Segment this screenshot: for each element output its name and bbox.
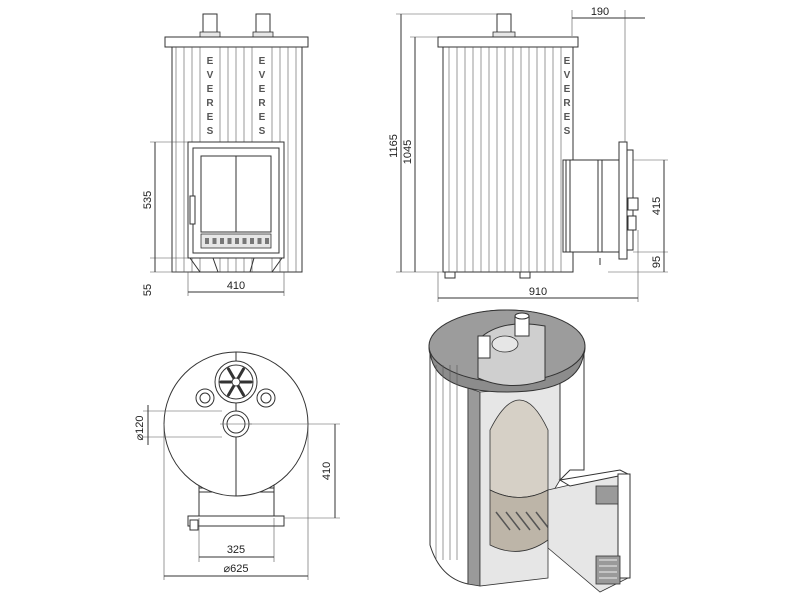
- front-view: E V E R E S E V E R E S: [142, 13, 309, 296]
- front-chimney-left: [202, 13, 218, 35]
- grate-bar: [515, 511, 531, 531]
- svg-text:E: E: [259, 56, 266, 67]
- dim-910: 910: [529, 286, 547, 298]
- front-brand-right: E V E R E S: [258, 56, 266, 137]
- damper-petal: [227, 384, 235, 397]
- svg-text:E: E: [207, 112, 214, 123]
- top-door-frame: [187, 515, 285, 527]
- svg-text:S: S: [207, 126, 214, 137]
- dim-410-front: 410: [227, 280, 245, 292]
- dim-415: 415: [651, 197, 663, 215]
- grate-hole: [265, 238, 269, 244]
- grate-bar: [525, 511, 541, 531]
- svg-text:S: S: [259, 126, 266, 137]
- front-brand-left: E V E R E S: [206, 56, 214, 137]
- front-top-plate: [164, 36, 309, 48]
- front-dimensions: 535 55 410: [142, 141, 285, 296]
- svg-text:E: E: [259, 112, 266, 123]
- dim-95: 95: [651, 256, 663, 268]
- grate-hole: [250, 238, 254, 244]
- cutaway-damper: [491, 335, 519, 353]
- damper-petal: [237, 367, 245, 380]
- svg-text:V: V: [564, 70, 571, 81]
- svg-text:S: S: [564, 126, 571, 137]
- cutaway-handle: [595, 485, 619, 505]
- side-brand: E V E R E S: [563, 56, 571, 137]
- grate-hole: [205, 238, 209, 244]
- dim-1045: 1045: [402, 140, 414, 164]
- side-handle: [627, 197, 639, 211]
- top-dimensions: ⌀120 410 325 ⌀625: [134, 405, 340, 580]
- svg-text:E: E: [207, 56, 214, 67]
- front-door: [187, 141, 285, 259]
- fire-chamber: [489, 399, 549, 498]
- dim-410-top: 410: [321, 462, 333, 480]
- grate-hole: [257, 238, 262, 244]
- dim-535: 535: [142, 191, 154, 209]
- damper-petal: [237, 384, 245, 397]
- side-top-plate: [437, 36, 579, 48]
- knob-right: [256, 388, 276, 408]
- dim-d625: ⌀625: [224, 563, 249, 575]
- grate-bar: [505, 511, 521, 531]
- grate-hole: [242, 238, 247, 244]
- grate-bar: [495, 511, 511, 531]
- dim-1165: 1165: [388, 134, 400, 158]
- svg-text:E: E: [207, 84, 214, 95]
- svg-text:E: E: [564, 112, 571, 123]
- grate-hole: [220, 238, 224, 244]
- svg-text:V: V: [207, 70, 214, 81]
- cutaway-small-pipe: [477, 335, 491, 359]
- top-view: ⌀120 410 325 ⌀625: [134, 351, 340, 580]
- svg-text:R: R: [258, 98, 266, 109]
- dim-325: 325: [227, 544, 245, 556]
- svg-text:V: V: [259, 70, 266, 81]
- cutaway-3d-view: [428, 309, 631, 593]
- side-dimensions: 1165 1045 190 415 95 910: [388, 6, 668, 302]
- svg-text:E: E: [564, 84, 571, 95]
- dim-d120: ⌀120: [134, 416, 146, 441]
- knob-left: [195, 388, 215, 408]
- side-view: E V E R E S 1165 104: [388, 6, 668, 302]
- dim-55: 55: [142, 284, 154, 296]
- svg-text:R: R: [206, 98, 214, 109]
- side-chimney: [496, 13, 512, 35]
- grate-hole: [235, 238, 239, 244]
- side-body: [442, 46, 574, 273]
- side-tunnel: [562, 141, 639, 260]
- dim-190: 190: [591, 6, 609, 18]
- cutaway-ash-door: [595, 555, 621, 585]
- door-handle: [189, 195, 196, 225]
- svg-text:R: R: [563, 98, 571, 109]
- side-stone-slats: [448, 47, 562, 272]
- front-chimney-right: [255, 13, 271, 35]
- damper-petal: [227, 367, 235, 380]
- svg-text:E: E: [564, 56, 571, 67]
- svg-text:E: E: [259, 84, 266, 95]
- grate-hole: [212, 238, 217, 244]
- grate-hole: [227, 238, 232, 244]
